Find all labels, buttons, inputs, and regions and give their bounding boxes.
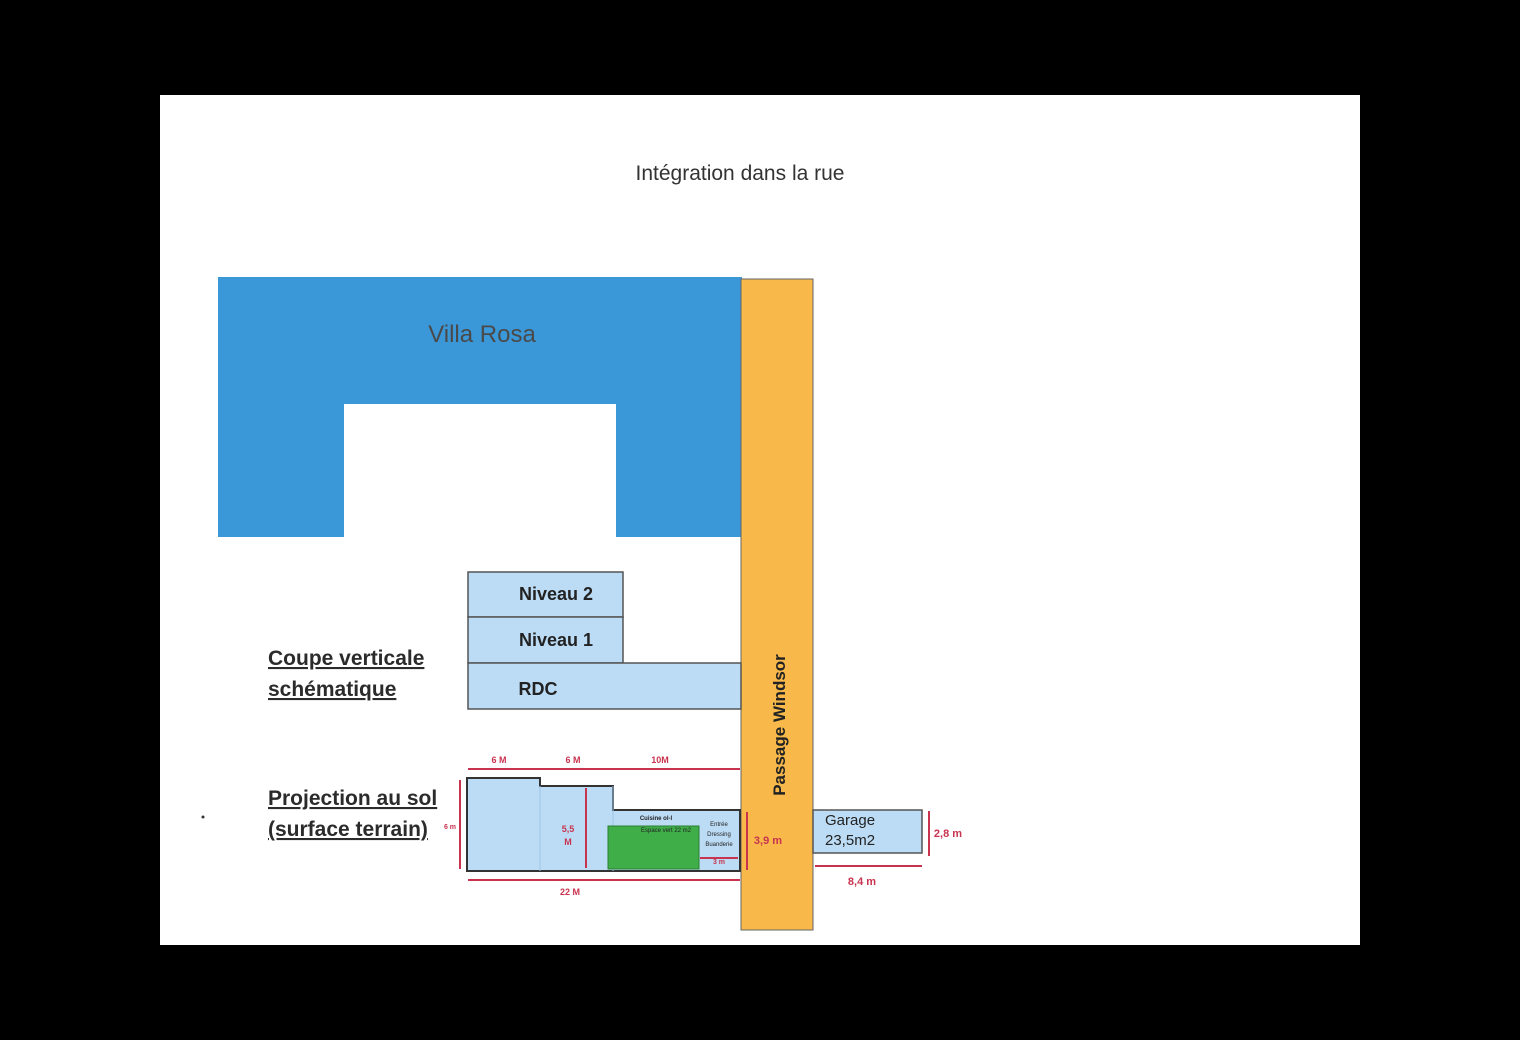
- niveau-2-label: Niveau 2: [519, 584, 593, 604]
- villa-rosa-label: Villa Rosa: [428, 321, 536, 348]
- dressing-label: Dressing: [707, 832, 731, 838]
- dim-left-6m: 6 m: [444, 824, 456, 831]
- coupe-label-line1: Coupe verticale: [268, 647, 424, 670]
- stray-dot: [201, 815, 205, 819]
- dim-garage-width: 8,4 m: [848, 876, 876, 888]
- small-3m-label: 3 m: [713, 859, 725, 866]
- coupe-label-line2: schématique: [268, 678, 396, 701]
- level-niveau-2: [467, 571, 624, 618]
- dim-inner-55-unit: M: [564, 837, 572, 847]
- passage-windsor-label: Passage Windsor: [770, 654, 789, 796]
- passage-windsor: [740, 278, 814, 931]
- projection-label-line1: Projection au sol: [268, 787, 437, 810]
- dim-top-6m-b: 6 M: [565, 755, 580, 765]
- garage-label-line1: Garage: [825, 812, 875, 829]
- cuisine-label: Cuisine ol-l: [640, 816, 673, 822]
- dim-39: 3,9 m: [754, 835, 782, 847]
- dim-inner-55: 5,5: [562, 824, 575, 834]
- dim-top-6m-a: 6 M: [491, 755, 506, 765]
- projection-label-line2: (surface terrain): [268, 818, 428, 841]
- page-title: Intégration dans la rue: [636, 162, 845, 185]
- dim-bottom-22m: 22 M: [560, 887, 580, 897]
- rdc-label: RDC: [519, 679, 558, 699]
- dim-garage-height: 2,8 m: [934, 828, 962, 840]
- green-space: [607, 825, 700, 870]
- espace-vert-label: Espace vert 22 m2: [641, 828, 692, 834]
- garage: [812, 809, 923, 854]
- level-rdc: [467, 662, 742, 710]
- niveau-1-label: Niveau 1: [519, 630, 593, 650]
- buanderie-label: Buanderie: [705, 842, 733, 848]
- level-niveau-1: [467, 616, 624, 664]
- villa-rosa-building: [218, 277, 742, 537]
- garage-label-line2: 23,5m2: [825, 832, 875, 849]
- entree-label: Entrée: [710, 822, 728, 828]
- dim-top-10m: 10M: [651, 755, 669, 765]
